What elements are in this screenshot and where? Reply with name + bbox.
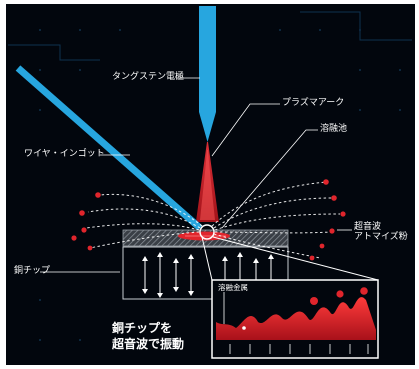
droplet: [81, 227, 87, 233]
droplet: [329, 228, 335, 234]
corner-bracket-top-left: [8, 44, 100, 61]
droplet: [336, 290, 344, 298]
zoom-connector-right: [212, 236, 379, 281]
droplet: [95, 192, 101, 198]
droplet: [309, 255, 315, 261]
inset-molten-metal: [216, 297, 376, 340]
leader-plasma-arc: [211, 103, 280, 157]
wire-ingot: [15, 65, 203, 231]
label-molten-pool: 溶融池: [320, 124, 348, 134]
plasma-arc-glow: [200, 150, 215, 220]
atomization-spray: [85, 181, 341, 259]
leader-molten-pool: [221, 129, 318, 229]
label-copper-chip: 銅チップ: [14, 266, 51, 276]
droplet: [87, 245, 93, 251]
zoom-connector-left: [201, 236, 213, 281]
zoom-circle-icon: [199, 224, 215, 240]
droplet: [331, 195, 337, 201]
droplet: [319, 243, 325, 249]
droplet: [79, 210, 85, 216]
atomized-droplets: [71, 179, 346, 261]
caption: 銅チップを 超音波で振動: [112, 321, 185, 352]
corner-bracket-top-right: [300, 11, 412, 41]
droplet: [323, 179, 329, 185]
label-tungsten-electrode: タングステン電極: [112, 72, 185, 82]
leader-lines: [40, 77, 352, 324]
droplet: [360, 287, 368, 295]
label-ultrasonic-atomized-powder: 超音波 アトマイズ粉: [354, 222, 408, 243]
label-wire-ingot: ワイヤ・インゴット: [24, 149, 105, 159]
droplet: [340, 211, 346, 217]
label-molten-metal: 溶融金属: [218, 283, 248, 292]
copper-chip-body: [122, 246, 289, 300]
tungsten-electrode: [199, 6, 216, 142]
inset-spark: [242, 326, 246, 330]
droplet: [71, 235, 77, 241]
inset-droplets: [310, 287, 368, 305]
inset-vibration-icon: [229, 344, 369, 354]
label-plasma-arc: プラズマアーク: [282, 98, 345, 108]
droplet: [310, 297, 318, 305]
